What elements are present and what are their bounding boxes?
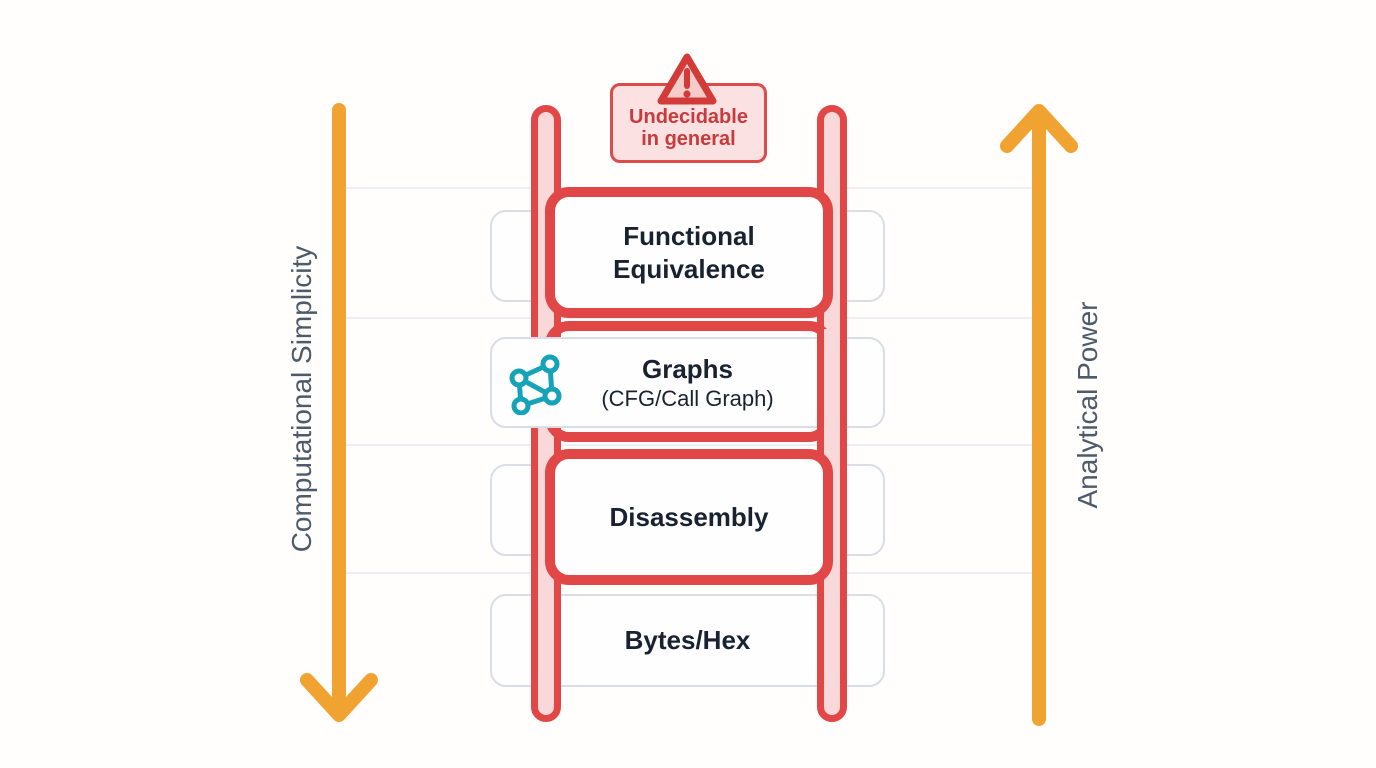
warning-label: Undecidable (629, 106, 748, 128)
rung-label: Functional (623, 221, 755, 251)
warning-triangle-icon (657, 53, 717, 105)
up-arrow-icon (1000, 104, 1078, 726)
rung-label: Bytes/Hex (624, 625, 751, 656)
right-axis-label: Analytical Power (1072, 301, 1103, 509)
warning-label: in general (641, 128, 736, 150)
gridline (345, 444, 1035, 446)
gridline (345, 317, 1035, 319)
graph-network-icon (509, 354, 562, 415)
rung-disassembly: Disassembly (545, 449, 833, 585)
rung-label: Disassembly (609, 501, 769, 532)
rung-sublabel: (CFG/Call Graph) (601, 386, 774, 411)
left-axis-label: Computational Simplicity (286, 245, 317, 553)
rung-label: Equivalence (613, 253, 765, 284)
rung-label: Graphs (641, 353, 734, 384)
ladder-rail-right-overlay (817, 329, 847, 441)
rung-functional-equivalence: Functional Equivalence (545, 187, 833, 318)
